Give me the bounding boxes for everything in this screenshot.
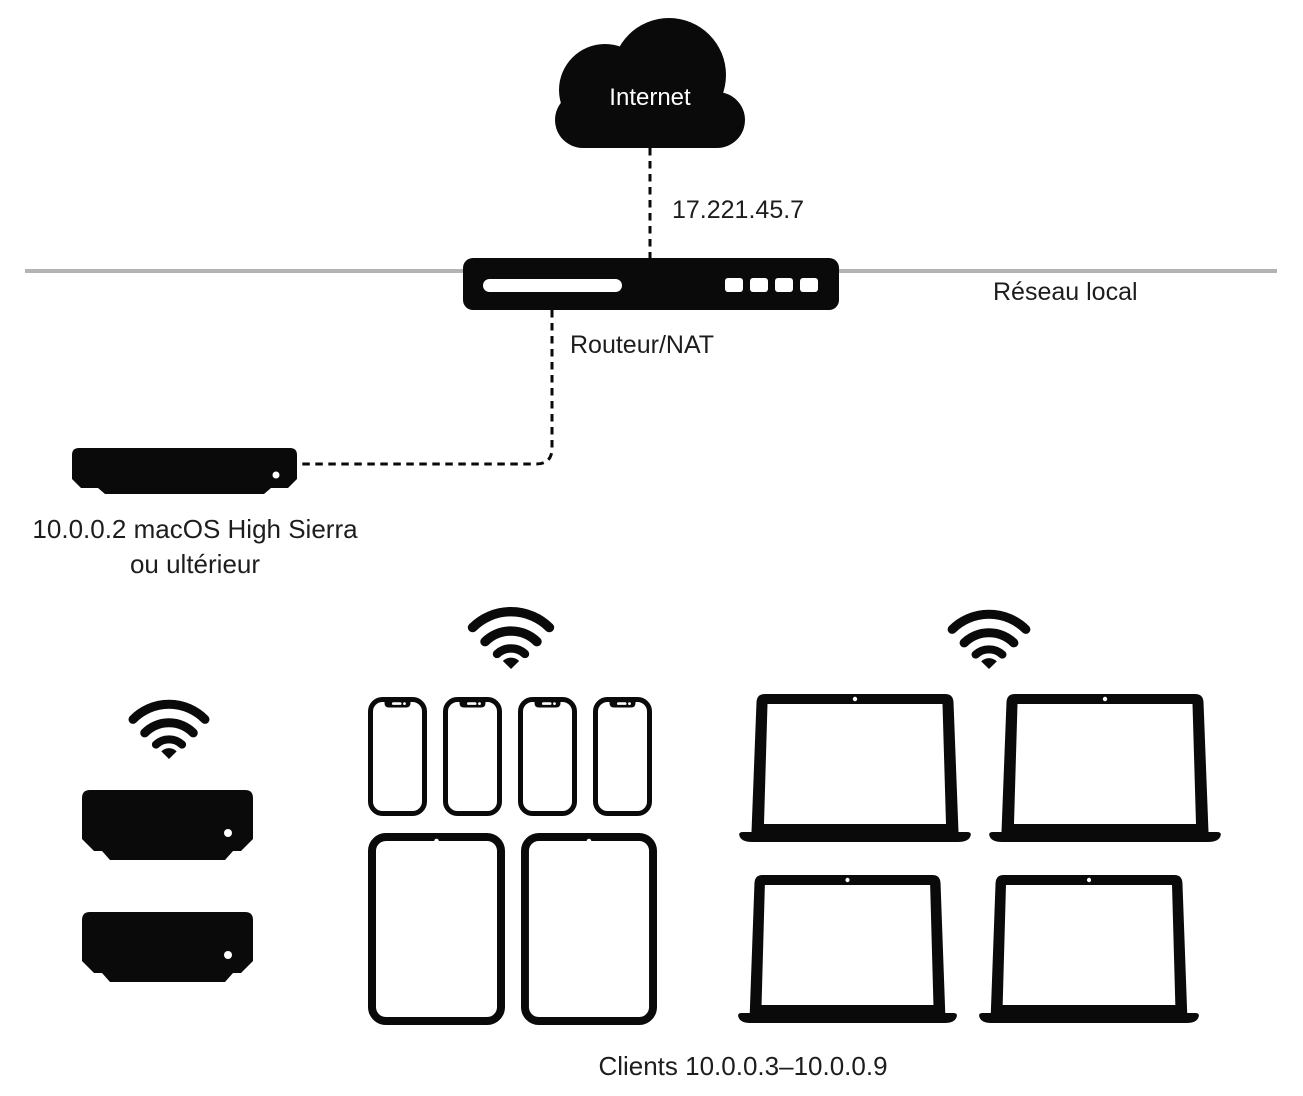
server-label: 10.0.0.2 macOS High Sierra ou ultérieur — [5, 512, 385, 582]
internet-cloud-icon — [555, 18, 745, 148]
client-iphone-icon — [443, 697, 502, 816]
client-macbook-icon — [988, 694, 1222, 846]
router-ports — [725, 278, 818, 292]
router-server-link — [298, 310, 554, 466]
router-status-bar — [483, 279, 622, 292]
client-iphone-icon — [593, 697, 652, 816]
client-ipad-icon — [521, 833, 657, 1025]
wifi-icon — [124, 696, 214, 759]
lan-label: Réseau local — [993, 278, 1138, 306]
router-port — [750, 278, 768, 292]
client-macbook-icon — [978, 875, 1200, 1027]
server-label-line1: 10.0.0.2 macOS High Sierra — [32, 514, 358, 544]
router-label: Routeur/NAT — [570, 331, 715, 359]
wan-ip-label: 17.221.45.7 — [672, 196, 805, 224]
router-port — [800, 278, 818, 292]
client-ipad-icon — [368, 833, 505, 1025]
client-iphone-icon — [368, 697, 427, 816]
wifi-icon — [463, 603, 559, 669]
client-mac-mini-icon — [82, 912, 253, 982]
wifi-icon — [943, 606, 1035, 669]
client-macbook-icon — [737, 875, 958, 1027]
router-port — [725, 278, 743, 292]
client-iphone-icon — [518, 697, 577, 816]
internet-label: Internet — [609, 84, 691, 111]
server-label-line2: ou ultérieur — [129, 549, 261, 579]
router-device — [463, 258, 839, 310]
router-port — [775, 278, 793, 292]
server-mac-mini-icon — [72, 448, 297, 494]
clients-label: Clients 10.0.0.3–10.0.0.9 — [598, 1051, 888, 1081]
client-macbook-icon — [738, 694, 972, 846]
client-mac-mini-icon — [82, 790, 253, 860]
